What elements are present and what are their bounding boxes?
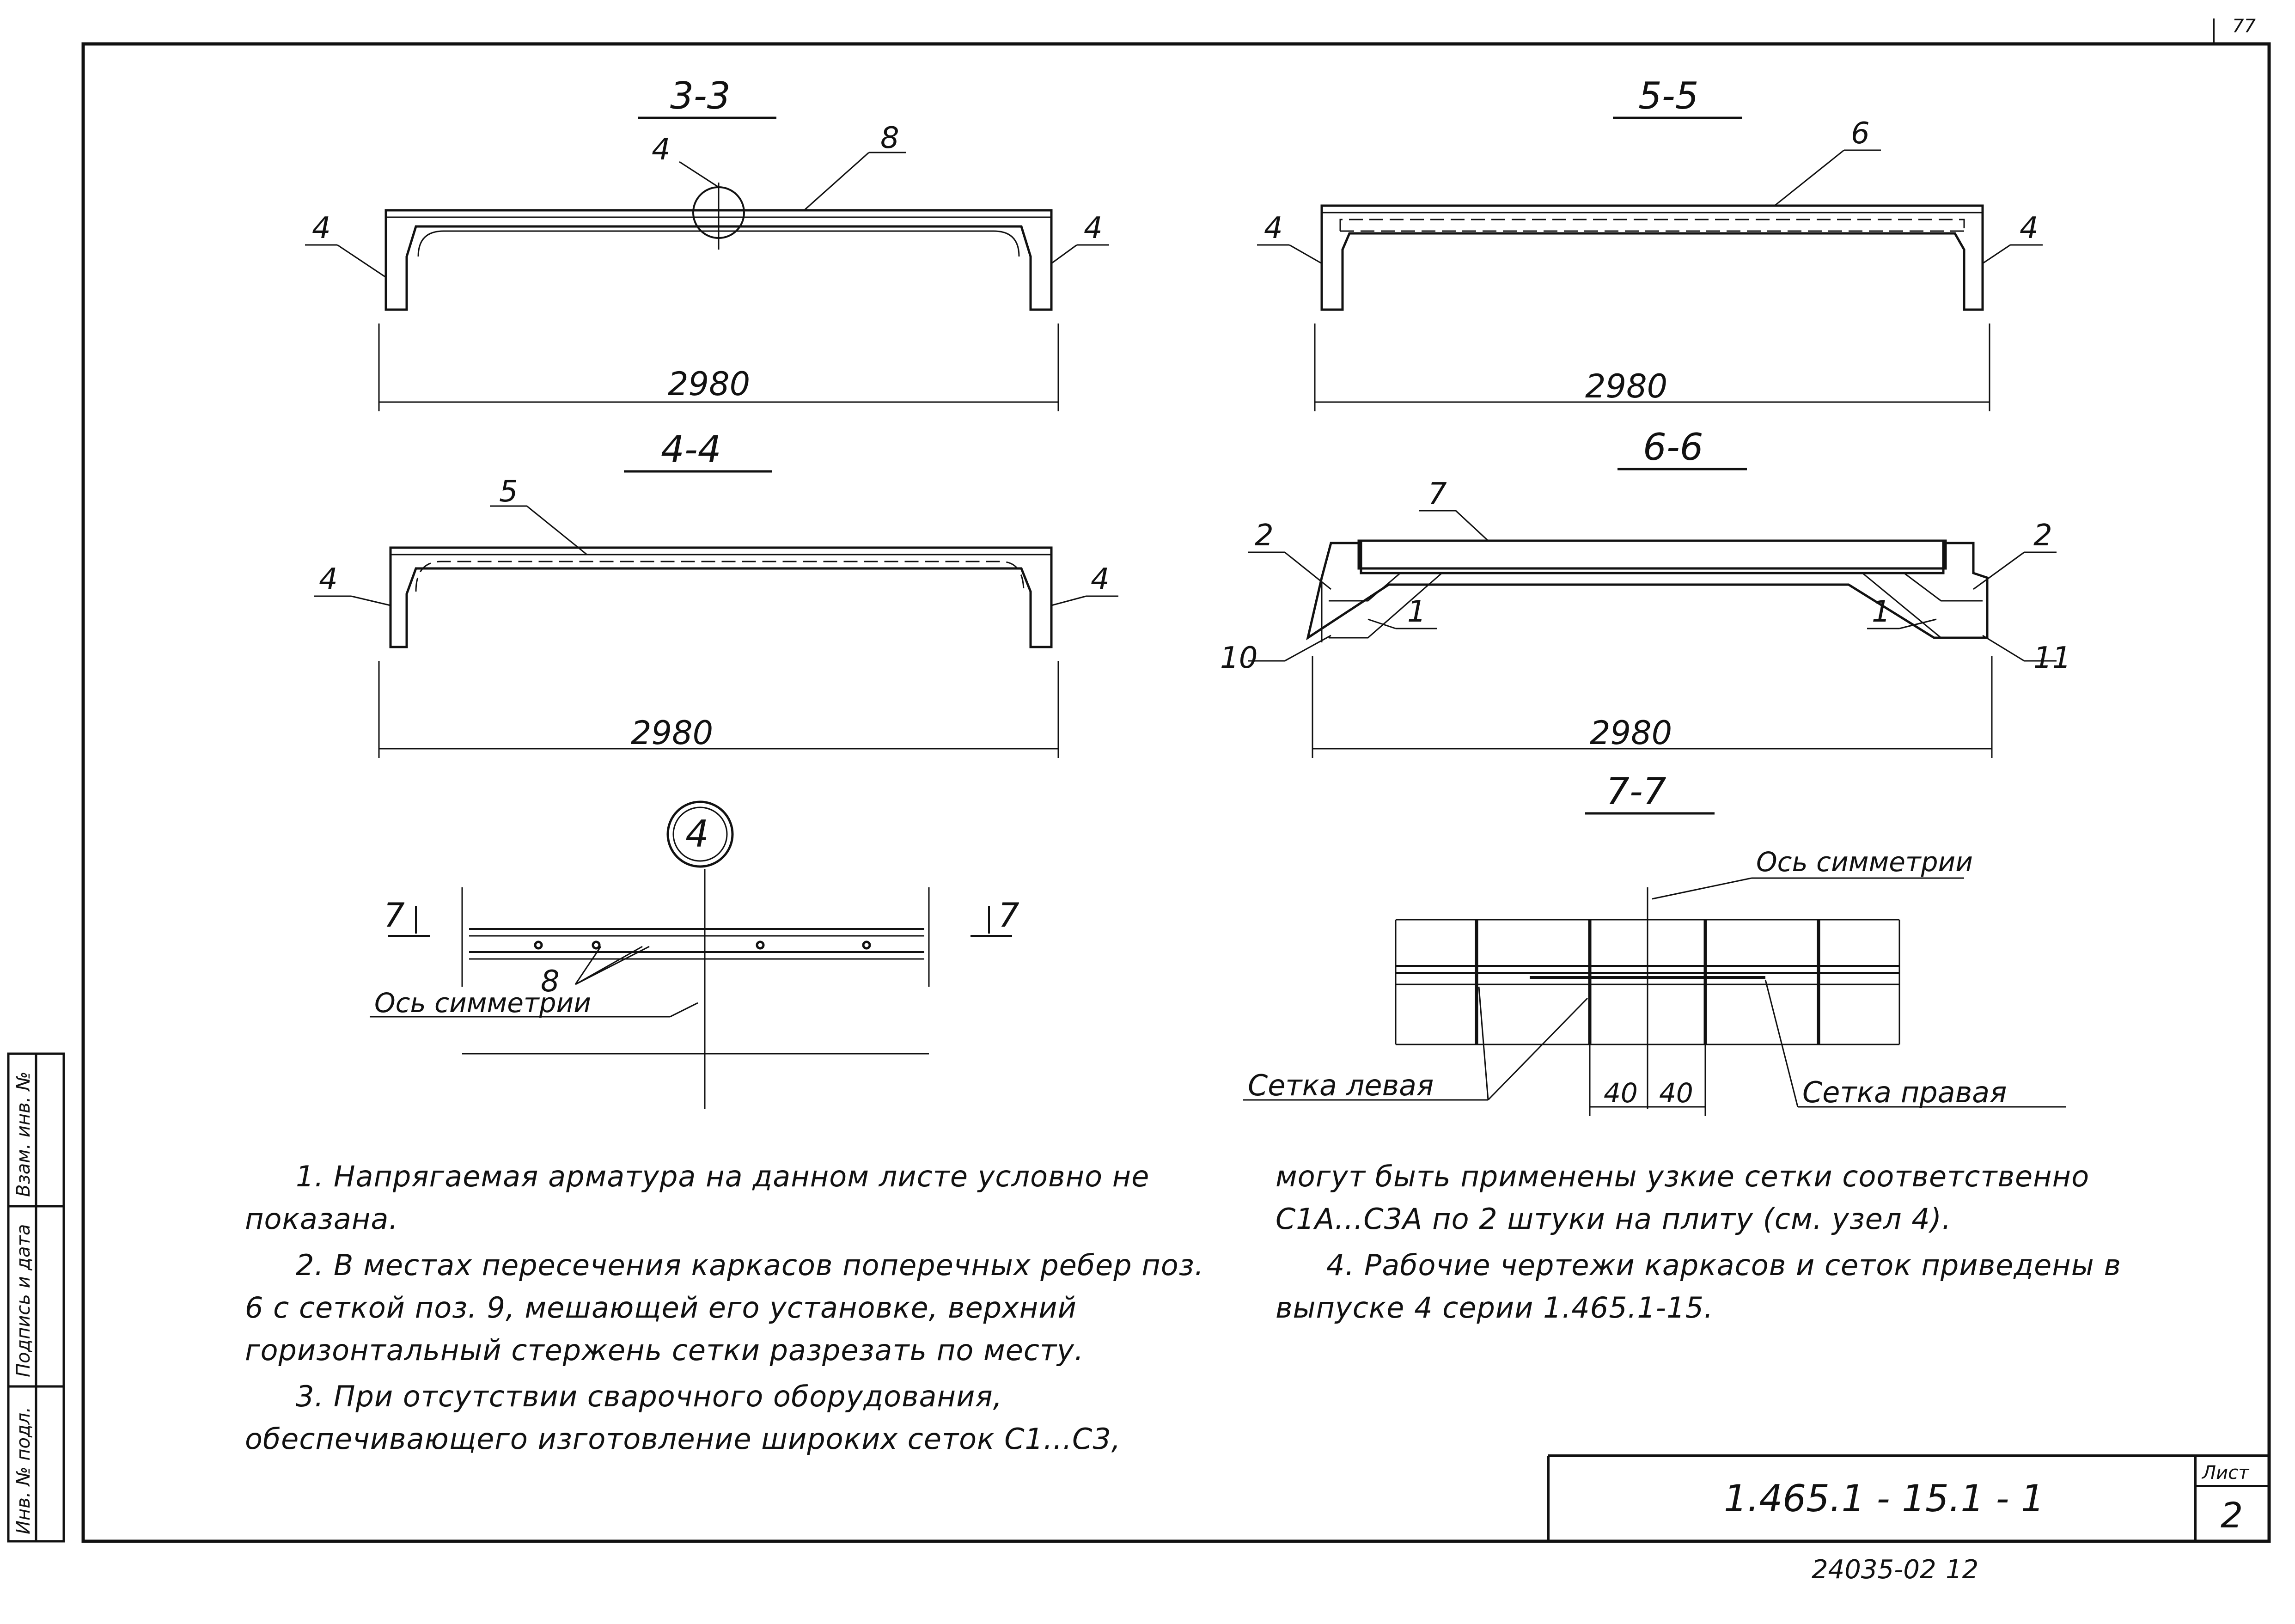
section-5-5-dim: 2980 — [1585, 367, 1667, 405]
section-6-6-pos-top: 7 — [1428, 477, 1447, 511]
section-4-4-dim: 2980 — [631, 714, 713, 752]
note-1: 1. Напрягаемая арматура на данном листе … — [245, 1160, 1150, 1236]
archive-page: 12 — [1946, 1555, 1978, 1585]
section-3-3-title: 3-3 — [670, 74, 731, 117]
section-6-6-dim: 2980 — [1590, 714, 1672, 752]
archive-number: 24035-02 — [1812, 1555, 1936, 1585]
section-6-6-pos-right-11: 11 — [2033, 641, 2071, 675]
section-7-7-mesh-left: Сетка левая — [1248, 1068, 1434, 1102]
section-5-5 — [1257, 116, 2043, 411]
section-3-3-pos-node: 4 — [652, 133, 671, 167]
page-number: 77 — [2232, 16, 2256, 37]
section-6-6-pos-right-2: 2 — [2033, 519, 2052, 553]
notes-right: могут быть применены узкие сетки соответ… — [1276, 1155, 2218, 1333]
node-4-cut-left: 7 — [384, 896, 405, 934]
sheet-number: 2 — [2221, 1495, 2243, 1536]
side-stamp — [7, 1052, 65, 1543]
note-4: 4. Рабочие чертежи каркасов и сеток прив… — [1276, 1248, 2122, 1325]
section-5-5-title: 5-5 — [1638, 74, 1699, 117]
section-6-6-title: 6-6 — [1643, 426, 1703, 469]
node-4-axis-label: Ось симметрии — [374, 987, 591, 1019]
note-3-continued: могут быть применены узкие сетки соответ… — [1276, 1160, 2090, 1236]
section-7-7-axis-label: Ось симметрии — [1756, 846, 1973, 878]
sheet-frame — [81, 42, 2271, 1543]
node-4-number: 4 — [685, 812, 709, 855]
document-code: 1.465.1 - 15.1 - 1 — [1724, 1477, 2045, 1520]
section-7-7-dim-a: 40 — [1604, 1077, 1638, 1109]
section-6-6-pos-left-2: 2 — [1255, 519, 1274, 553]
side-label-inv: Инв. № подл. — [13, 1407, 34, 1534]
title-block — [1547, 1454, 2269, 1541]
section-7-7-dim-b: 40 — [1659, 1077, 1693, 1109]
section-3-3 — [305, 116, 1109, 411]
node-4 — [370, 800, 1012, 1109]
section-5-5-pos-top: 6 — [1851, 116, 1870, 151]
section-7-7-title: 7-7 — [1606, 770, 1666, 813]
section-4-4 — [314, 470, 1118, 758]
side-label-replace: Взам. инв. № — [13, 1071, 34, 1197]
section-5-5-pos-right: 4 — [2020, 211, 2039, 245]
section-7-7 — [1243, 812, 2066, 1116]
section-4-4-pos-left: 4 — [319, 562, 338, 597]
sheet-label: Лист — [2201, 1462, 2250, 1484]
section-6-6-pos-left-10: 10 — [1220, 641, 1257, 675]
node-4-cut-right: 7 — [998, 896, 1019, 934]
section-4-4-pos-top: 5 — [499, 475, 518, 509]
section-4-4-title: 4-4 — [661, 428, 721, 471]
note-2: 2. В местах пересечения каркасов попереч… — [245, 1248, 1204, 1367]
section-3-3-pos-right: 4 — [1084, 211, 1103, 245]
note-3: 3. При отсутствии сварочного оборудовани… — [245, 1380, 1121, 1456]
side-label-sign: Подпись и дата — [13, 1224, 34, 1377]
node-4-pos-8: 8 — [541, 965, 560, 999]
notes-left: 1. Напрягаемая арматура на данном листе … — [245, 1155, 1206, 1464]
section-3-3-pos-top: 8 — [880, 121, 899, 155]
section-3-3-dim: 2980 — [668, 365, 750, 403]
section-7-7-mesh-right: Сетка правая — [1802, 1075, 2007, 1109]
section-5-5-pos-left: 4 — [1264, 211, 1283, 245]
section-3-3-pos-left: 4 — [312, 211, 331, 245]
section-6-6-pos-left-1: 1 — [1407, 595, 1426, 629]
section-6-6 — [1248, 468, 2057, 758]
section-4-4-pos-right: 4 — [1091, 562, 1110, 597]
section-6-6-pos-right-1: 1 — [1872, 595, 1891, 629]
